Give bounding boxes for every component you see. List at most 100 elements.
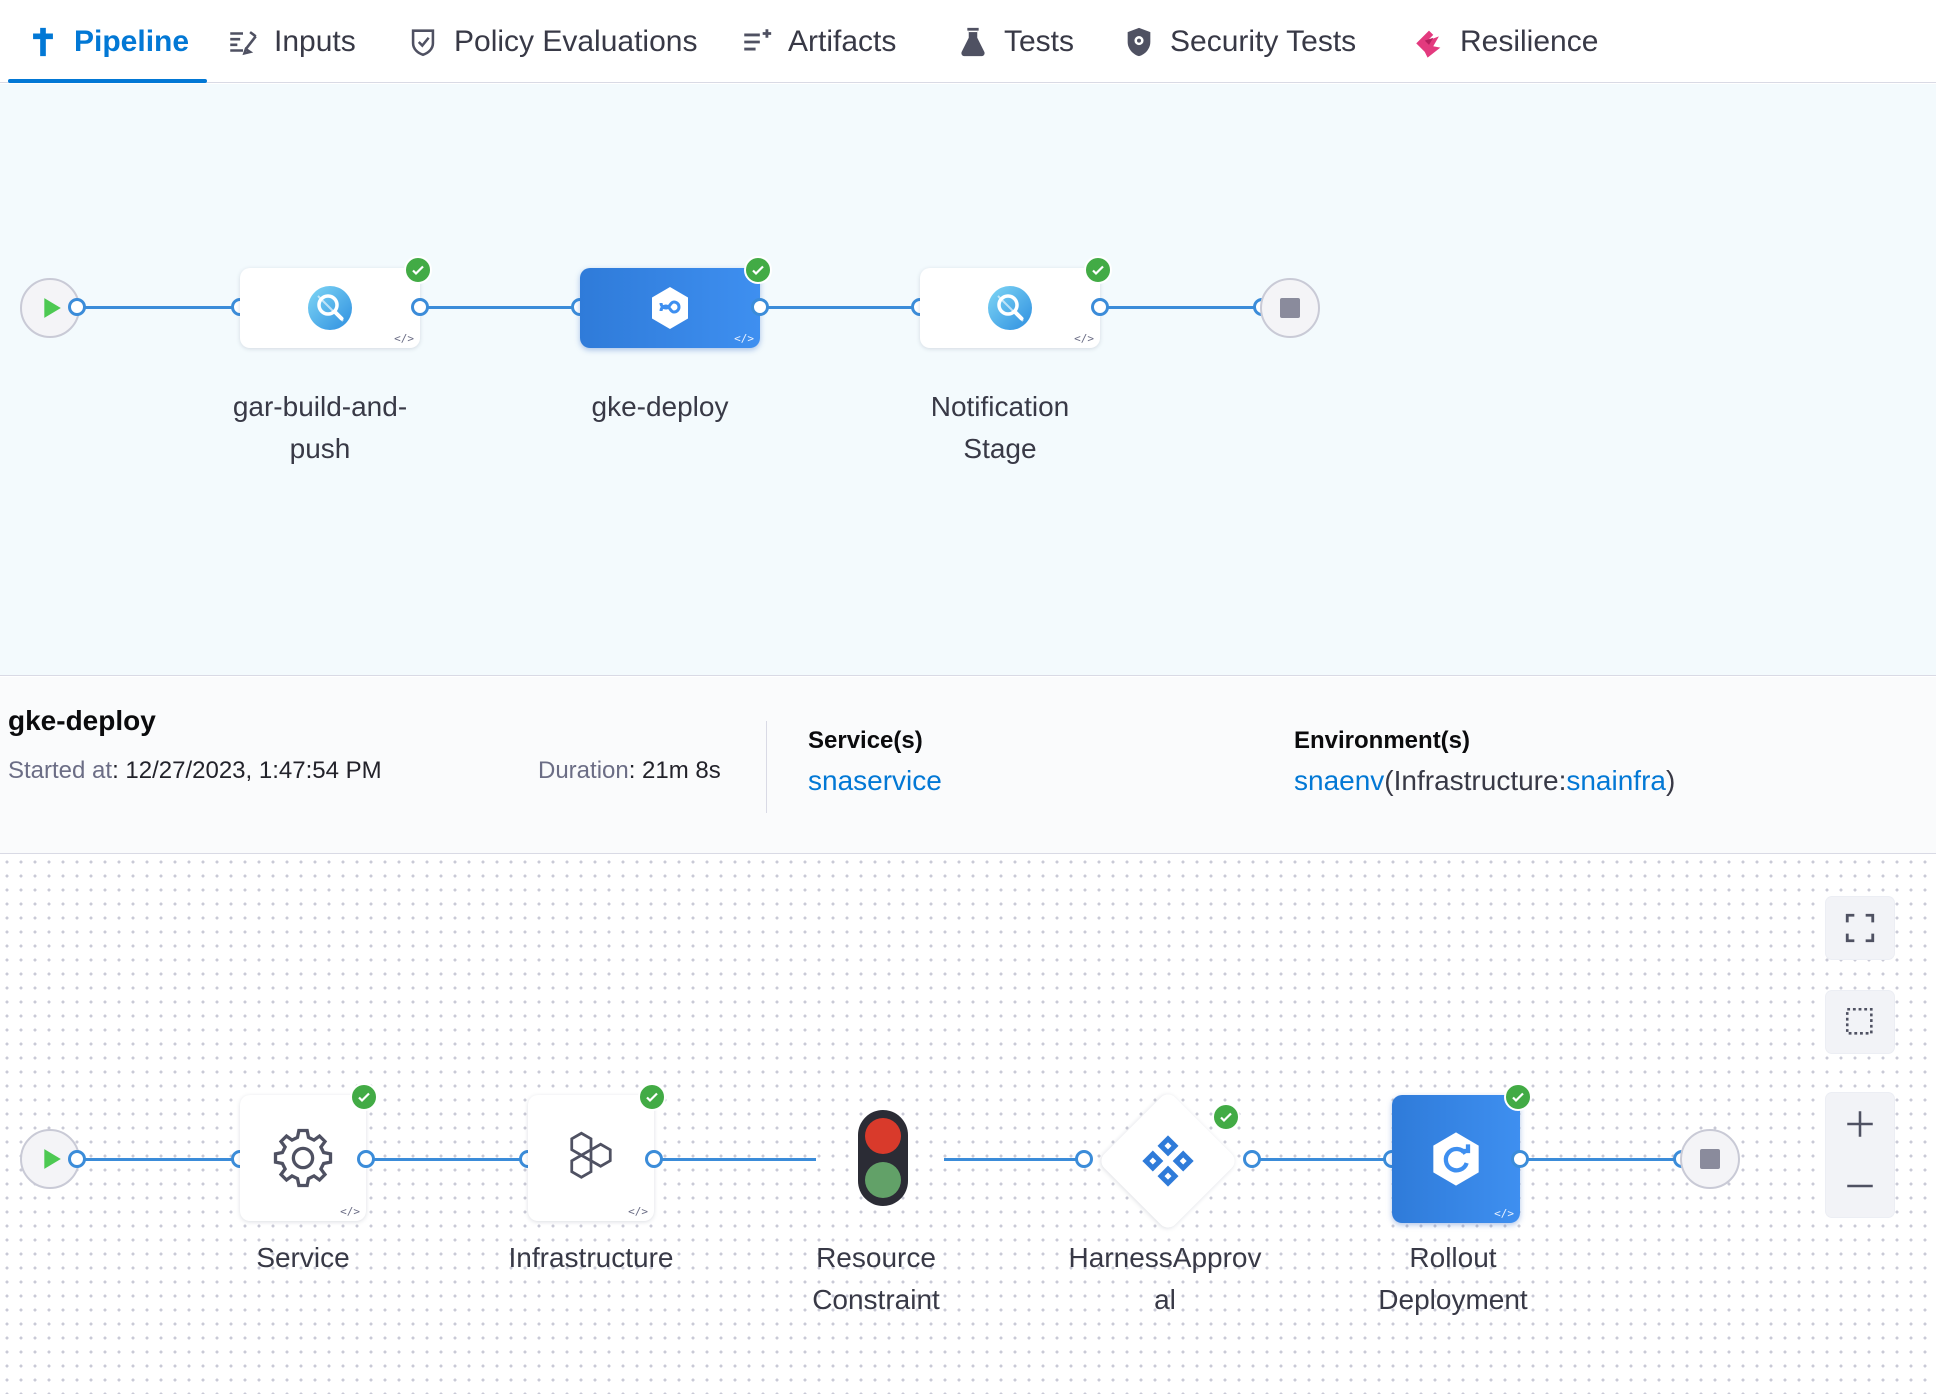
connector-line — [654, 1158, 816, 1161]
infrastructure-link[interactable]: snainfra — [1566, 765, 1666, 796]
stage-label: gke-deploy — [591, 391, 729, 422]
tab-label: Pipeline — [74, 24, 190, 58]
tab-artifacts[interactable]: Artifacts — [740, 0, 896, 83]
rollout-icon — [1433, 1132, 1479, 1186]
pipeline-end-node — [1260, 278, 1320, 338]
node-port — [1091, 298, 1109, 316]
node-port — [645, 1150, 663, 1168]
stop-icon — [1700, 1149, 1720, 1169]
canvas-tool-fullscreen[interactable] — [1826, 897, 1894, 959]
divider — [766, 721, 767, 813]
connector-line — [1100, 306, 1262, 309]
stage-node-gke-deploy[interactable]: </> — [580, 268, 760, 348]
ci-stage-icon — [988, 286, 1032, 330]
tab-tests[interactable]: Tests — [956, 0, 1074, 83]
zoom-out-button[interactable] — [1826, 1155, 1894, 1217]
success-check-icon — [1084, 256, 1112, 284]
environments-heading: Environment(s) — [1294, 727, 1471, 754]
step-node-harness-approval[interactable] — [1097, 1090, 1239, 1232]
tab-resilience[interactable]: Resilience — [1412, 0, 1598, 83]
success-check-icon — [638, 1083, 666, 1111]
tab-label: Security Tests — [1170, 24, 1357, 58]
yaml-code-icon: </> — [394, 332, 414, 345]
play-icon — [44, 1149, 61, 1169]
yaml-code-icon: </> — [340, 1205, 360, 1218]
pipeline-icon — [33, 27, 53, 56]
tab-label: Resilience — [1460, 24, 1599, 58]
connector-line — [944, 1158, 1084, 1161]
duration: Duration: 21m 8s — [538, 757, 721, 784]
stage-details-panel: gke-deploy Started at: 12/27/2023, 1:47:… — [0, 677, 1936, 854]
gear-icon — [273, 1128, 333, 1188]
started-at: Started at: 12/27/2023, 1:47:54 PM — [8, 757, 382, 784]
success-check-icon — [404, 256, 432, 284]
node-port — [1075, 1150, 1093, 1168]
node-port — [68, 1150, 86, 1168]
stop-icon — [1280, 298, 1300, 318]
node-port — [751, 298, 769, 316]
step-node-infrastructure[interactable]: </> — [528, 1095, 654, 1221]
yaml-code-icon: </> — [734, 332, 754, 345]
fullscreen-icon — [1845, 913, 1875, 943]
stage-node-gar-build-and-push[interactable]: </> — [240, 268, 420, 348]
services-heading: Service(s) — [808, 727, 923, 754]
connector-line — [760, 306, 920, 309]
pipeline-stage-graph: </> gar-build-and-push </> gke-deploy </… — [0, 84, 1936, 676]
yaml-code-icon: </> — [628, 1205, 648, 1218]
tab-label: Policy Evaluations — [454, 24, 698, 58]
connector-line — [420, 306, 580, 309]
stage-node-notification-stage[interactable]: </> — [920, 268, 1100, 348]
zoom-out-icon — [1847, 1184, 1873, 1188]
node-port — [68, 298, 86, 316]
flask-icon — [961, 27, 985, 56]
tab-pipeline[interactable]: Pipeline — [7, 0, 208, 83]
hexagons-icon — [570, 1131, 612, 1179]
step-node-service[interactable]: </> — [240, 1095, 366, 1221]
play-icon — [44, 298, 61, 318]
step-node-resource-constraint[interactable] — [820, 1095, 946, 1221]
deploy-stage-icon — [652, 287, 688, 329]
step-end-node — [1680, 1129, 1740, 1189]
success-check-icon — [1212, 1103, 1240, 1131]
tab-security-tests[interactable]: Security Tests — [1122, 0, 1356, 83]
canvas-tool-zoom — [1826, 1093, 1894, 1217]
fullscreen-button[interactable] — [1826, 897, 1894, 959]
node-port — [411, 298, 429, 316]
node-port — [1243, 1150, 1261, 1168]
success-check-icon — [744, 256, 772, 284]
selected-stage-title: gke-deploy — [8, 705, 156, 736]
artifacts-list-icon — [744, 28, 772, 50]
policy-shield-icon — [411, 28, 435, 56]
connector-line — [366, 1158, 528, 1161]
success-check-icon — [350, 1083, 378, 1111]
stage-label: gar-build-and-push — [232, 391, 408, 464]
connector-line — [78, 306, 240, 309]
connector-line — [78, 1158, 240, 1161]
tab-inputs[interactable]: Inputs — [226, 0, 356, 83]
canvas-tool-select[interactable] — [1826, 991, 1894, 1053]
select-area-icon — [1845, 1007, 1873, 1035]
service-link[interactable]: snaservice — [808, 765, 942, 796]
environment-link[interactable]: snaenv — [1294, 765, 1385, 796]
step-node-rollout-deployment[interactable]: </> — [1392, 1095, 1520, 1223]
step-label: Service — [256, 1242, 350, 1273]
inputs-icon — [230, 30, 257, 55]
approval-icon — [1142, 1135, 1194, 1187]
node-port — [357, 1150, 375, 1168]
zoom-in-icon — [1847, 1111, 1873, 1137]
success-check-icon — [1504, 1083, 1532, 1111]
yaml-code-icon: </> — [1074, 332, 1094, 345]
step-label: Infrastructure — [508, 1242, 674, 1273]
zoom-in-button[interactable] — [1826, 1093, 1894, 1155]
resilience-icon — [1416, 30, 1441, 58]
security-shield-icon — [1127, 27, 1151, 56]
tab-policy-evaluations[interactable]: Policy Evaluations — [406, 0, 697, 83]
connector-line — [1520, 1158, 1682, 1161]
yaml-code-icon: </> — [1494, 1207, 1514, 1220]
select-area-button[interactable] — [1826, 991, 1894, 1053]
